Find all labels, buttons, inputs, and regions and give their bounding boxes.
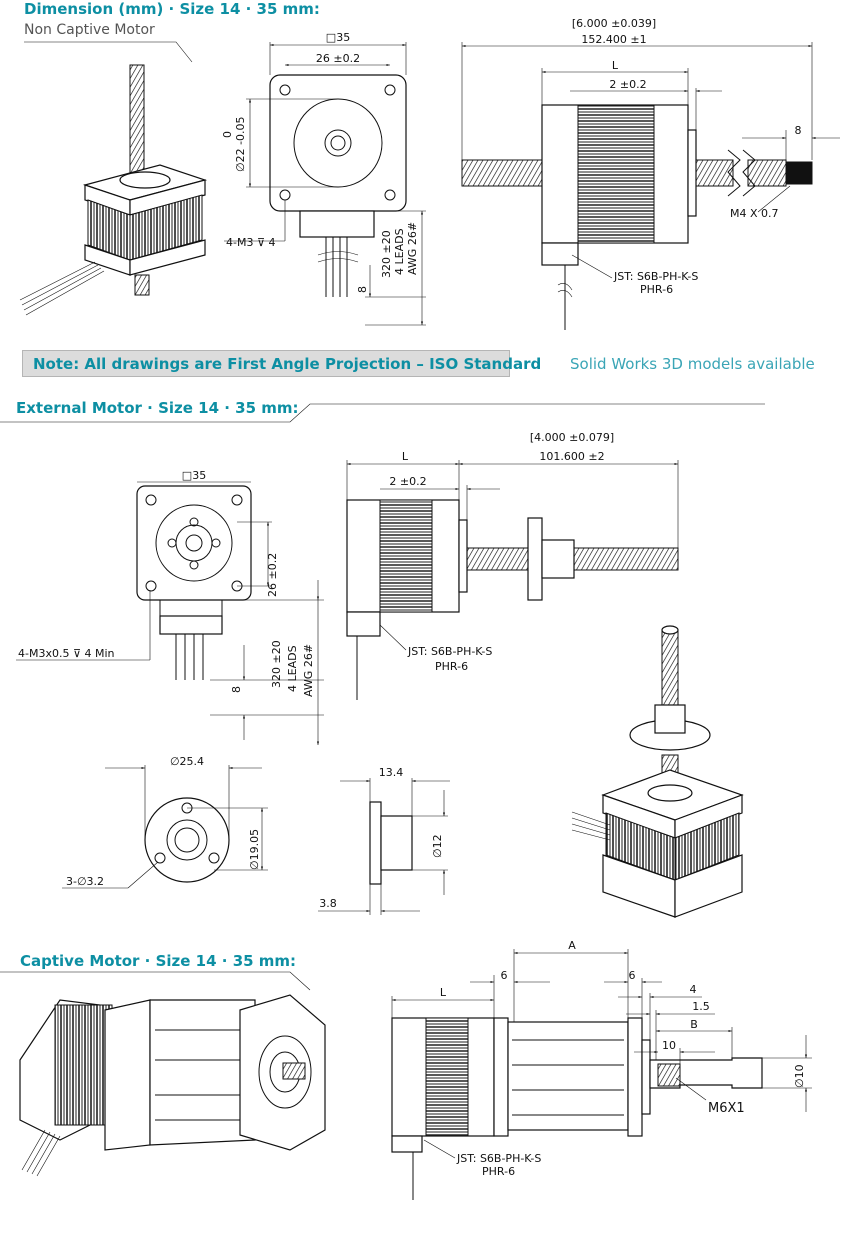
cap-housing: PHR-6 xyxy=(482,1165,515,1178)
external-title-rule xyxy=(0,403,765,423)
ext-boss-dim: 2 ±0.2 xyxy=(389,475,426,488)
ext-awg: AWG 26# xyxy=(302,644,315,697)
dimension-section-title: Dimension (mm) · Size 14 · 35 mm: xyxy=(24,0,320,18)
nut-flange-dia: ∅25.4 xyxy=(170,755,204,768)
cap-one-five: 1.5 xyxy=(692,1000,710,1013)
non-captive-iso-view xyxy=(19,64,208,316)
ext-mount-holes-dim: 4-M3x0.5 ⊽ 4 Min xyxy=(18,647,115,660)
cap-six-right: 6 xyxy=(629,969,636,982)
ext-lead-length: 320 ±20 xyxy=(270,640,283,688)
external-side-view: [4.000 ±0.079] 101.600 ±2 L 2 ±0.2 JST: … xyxy=(346,431,679,700)
projection-note-box: Note: All drawings are First Angle Proje… xyxy=(22,350,541,377)
nut-body-dia: ∅12 xyxy=(431,834,444,858)
ext-housing: PHR-6 xyxy=(435,660,468,673)
cap-ten: 10 xyxy=(662,1039,676,1052)
ext-connector: JST: S6B-PH-K-S xyxy=(407,645,492,658)
ext-body-len: L xyxy=(402,450,409,463)
nc-housing: PHR-6 xyxy=(640,283,673,296)
nc-awg: AWG 26# xyxy=(406,222,419,275)
ext-bolt-spacing-dim: 26 ±0.2 xyxy=(266,553,279,597)
solidworks-note: Solid Works 3D models available xyxy=(570,355,815,373)
captive-iso-view xyxy=(19,994,326,1177)
nc-leads: 4 LEADS xyxy=(393,228,406,275)
external-section-title: External Motor · Size 14 · 35 mm: xyxy=(16,399,299,417)
nc-connector: JST: S6B-PH-K-S xyxy=(613,270,698,283)
nc-boss-dim: 2 ±0.2 xyxy=(609,78,646,91)
cap-A: A xyxy=(568,939,576,952)
cap-thread: M6X1 xyxy=(708,1101,745,1116)
cap-connector: JST: S6B-PH-K-S xyxy=(456,1152,541,1165)
captive-section-title: Captive Motor · Size 14 · 35 mm: xyxy=(20,952,297,970)
external-front-view: □35 26 ±0.2 4-M3x0.5 ⊽ 4 Min 320 ±20 4 L… xyxy=(16,469,324,745)
external-nut-front-view: ∅25.4 ∅19.05 3-∅3.2 xyxy=(62,755,268,889)
nc-pilot-tol: 0 xyxy=(221,131,234,138)
cap-six-left: 6 xyxy=(501,969,508,982)
ext-leads: 4 LEADS xyxy=(286,645,299,692)
ext-square-dim: □35 xyxy=(182,469,206,482)
ext-screw-len-mm: 101.600 ±2 xyxy=(539,450,604,463)
non-captive-front-view: □35 26 ±0.2 ∅22 -0.05 0 4-M3 ⊽ 4 320 ±20… xyxy=(221,31,426,326)
nut-holes: 3-∅3.2 xyxy=(66,875,104,888)
ext-strip: 8 xyxy=(230,686,243,693)
cap-body-len: L xyxy=(440,986,447,999)
subtitle-rule xyxy=(24,41,193,63)
nc-strip: 8 xyxy=(356,286,369,293)
non-captive-side-view: [6.000 ±0.039] 152.400 ±1 L 2 ±0.2 8 M4 … xyxy=(461,17,840,330)
nut-length: 13.4 xyxy=(379,766,404,779)
non-captive-subtitle: Non Captive Motor xyxy=(24,22,155,38)
nc-thread-len: 8 xyxy=(795,124,802,137)
nc-mount-holes-dim: 4-M3 ⊽ 4 xyxy=(226,236,276,249)
projection-note: Note: All drawings are First Angle Proje… xyxy=(33,355,542,373)
external-nut-side-view: 13.4 ∅12 3.8 xyxy=(318,766,450,915)
captive-side-view: L A 6 6 4 1.5 B 10 ∅10 M6X1 JST: S6 xyxy=(391,939,812,1200)
nc-body-len: L xyxy=(612,59,619,72)
nc-square-dim: □35 xyxy=(326,31,350,44)
nut-bolt-circle: ∅19.05 xyxy=(248,829,261,870)
nut-flange-thk: 3.8 xyxy=(319,897,337,910)
nc-screw-len-mm: 152.400 ±1 xyxy=(581,33,646,46)
ext-screw-len-in: [4.000 ±0.079] xyxy=(530,431,614,444)
nc-screw-len-in: [6.000 ±0.039] xyxy=(572,17,656,30)
nc-pilot-dia-dim: ∅22 -0.05 xyxy=(234,116,247,172)
external-iso-view xyxy=(571,625,744,918)
nc-lead-length: 320 ±20 xyxy=(380,230,393,278)
nc-thread-spec: M4 X 0.7 xyxy=(730,207,779,220)
cap-four: 4 xyxy=(690,983,697,996)
nc-bolt-spacing-dim: 26 ±0.2 xyxy=(316,52,360,65)
cap-dia-ten: ∅10 xyxy=(793,1064,806,1088)
cap-B: B xyxy=(690,1018,698,1031)
captive-title-rule xyxy=(0,971,311,991)
